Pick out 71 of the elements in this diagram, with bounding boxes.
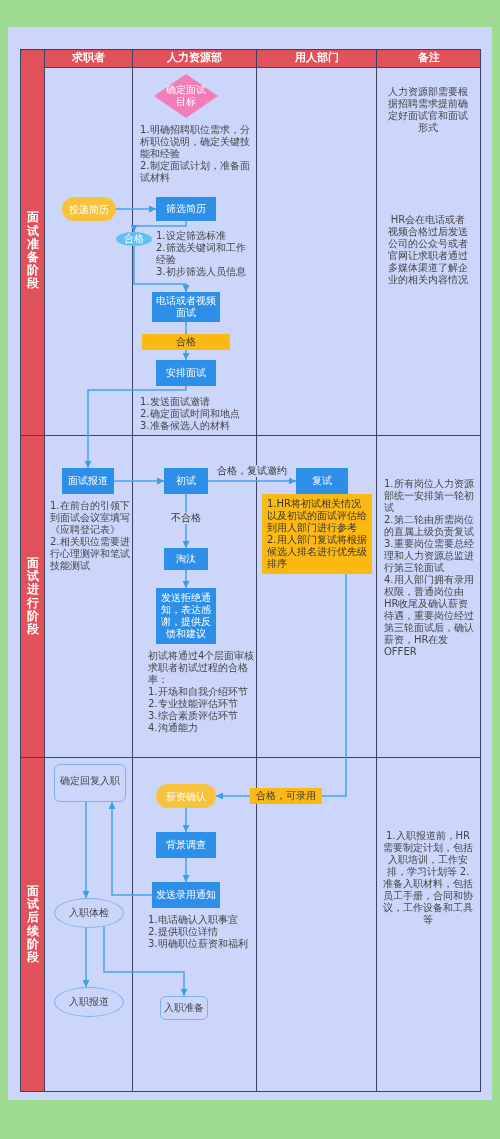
flow-arrow <box>84 385 187 469</box>
remark-text: 人力资源部需要根据招聘需求提前确定好面试官和面试形式 <box>388 86 468 134</box>
process-box: 复试 <box>296 468 348 494</box>
remark-text: 1.所有岗位人力资源部统一安排第一轮初试 <box>384 478 474 514</box>
flow-arrow <box>215 792 251 800</box>
note-text: 1.HR将初试相关情况以及初试的面试评估给到用人部门进行参考 <box>267 498 367 534</box>
flow-arrow <box>182 807 190 833</box>
lane-header: 求职者 <box>45 50 132 67</box>
lane-header: 用人部门 <box>257 50 376 67</box>
remark-text: 4.用人部门拥有录用权限，普通岗位由HR收尾及确认薪资待遇，重要岗位经过第三轮面试后，确认薪资，HR在发OFFER <box>384 574 474 658</box>
flow-arrow <box>182 857 190 883</box>
flow-arrow <box>113 477 165 485</box>
edge-label: 合格，复试邀约 <box>216 465 288 477</box>
flow-arrow <box>82 927 90 988</box>
remark-text: 2.第二轮由所需岗位的直属上级负责复试 <box>384 514 474 538</box>
step-note: 4.沟通能力 <box>148 722 199 734</box>
step-note: 1.电话确认入职事宜 <box>148 914 239 926</box>
flow-arrow <box>108 801 153 896</box>
flow-arrow <box>133 245 190 293</box>
process-box: 发送拒绝通知，表达感谢，提供反馈和建议 <box>156 588 216 644</box>
step-note: 2.提供职位详情 <box>148 926 219 938</box>
process-box: 安排面试 <box>156 360 216 386</box>
rounded-pill: 薪资确认 <box>156 784 216 808</box>
remark-text: HR会在电话或者视频合格过后发送公司的公众号或者官网让求职者通过多媒体渠道了解企业的相关内容情况 <box>387 214 469 286</box>
step-note: 1.设定筛选标准 <box>156 230 227 242</box>
step-note: 1.开场和自我介绍环节 <box>148 686 249 698</box>
step-note: 2.筛选关键词和工作经验 <box>156 242 247 266</box>
connector-line <box>185 321 187 335</box>
outline-box: 确定回复入职 <box>54 764 126 802</box>
step-note: 1.发送面试邀请 <box>140 396 211 408</box>
step-note: 3.综合素质评估环节 <box>148 710 239 722</box>
step-note: 1.明确招聘职位需求，分析职位说明，确定关键技能和经验 <box>140 124 251 160</box>
note-text: 2.用人部门复试将根据候选人排名进行优先级排序 <box>267 534 367 570</box>
process-box: 初试 <box>164 468 208 494</box>
remark-text: 3.重要岗位需要总经理和人力资源总监进行第三轮面试 <box>384 538 474 574</box>
flow-arrow <box>182 349 190 361</box>
rounded-pill: 投递简历 <box>62 197 116 221</box>
flow-arrow <box>182 569 190 589</box>
process-box: 淘汰 <box>164 548 208 570</box>
step-note: 3.初步筛选人员信息 <box>156 266 247 278</box>
phase-header: 面试后续阶段 <box>21 758 44 1091</box>
flow-arrow <box>82 801 90 899</box>
phase-header: 面试准备阶段 <box>21 67 44 435</box>
step-note: 2.专业技能评估环节 <box>148 698 239 710</box>
process-box: 发送录用通知 <box>152 882 220 908</box>
note-box <box>262 494 372 574</box>
lane-header: 备注 <box>377 50 480 67</box>
connector-line <box>321 573 347 797</box>
edge-label: 不合格 <box>170 512 202 524</box>
process-box: 电话或者视频面试 <box>152 292 220 322</box>
flow-arrow <box>103 925 188 997</box>
remark-text: 1.入职报道前，HR需要制定计划，包括入职培训，工作安排，学习计划等 2.准备入职材料，包括员工手册，合同和协议，工作设备和工具等 <box>382 830 474 926</box>
step-note: 1.在前台的引领下到面试会议室填写《应聘登记表》 <box>50 500 130 536</box>
outline-box: 入职准备 <box>160 996 208 1020</box>
process-box: 背景调查 <box>156 832 216 858</box>
step-note: 2.制定面试计划，准备面试材料 <box>140 160 251 184</box>
step-note: 2.确定面试时间和地点 <box>140 408 241 420</box>
condition-bar: 合格，可录用 <box>250 788 322 804</box>
process-box: 面试报道 <box>62 468 114 494</box>
process-box: 筛选简历 <box>156 197 216 221</box>
flow-arrow <box>130 220 187 233</box>
step-note: 2.相关职位需要进行心理测评和笔试技能测试 <box>50 536 130 572</box>
lane-header: 人力资源部 <box>133 50 256 67</box>
flow-arrow <box>115 205 157 213</box>
condition-bar: 合格 <box>142 334 230 350</box>
step-note: 3.明确职位薪资和福利 <box>148 938 249 950</box>
phase-header: 面试进行阶段 <box>21 436 44 757</box>
step-note: 3.准备候选人的材料 <box>140 420 231 432</box>
diamond-node: 确定面试目标 <box>154 74 218 118</box>
flow-arrow <box>207 477 297 485</box>
step-note: 初试将通过4个层面审核求职者初试过程的合格率： <box>148 650 256 686</box>
